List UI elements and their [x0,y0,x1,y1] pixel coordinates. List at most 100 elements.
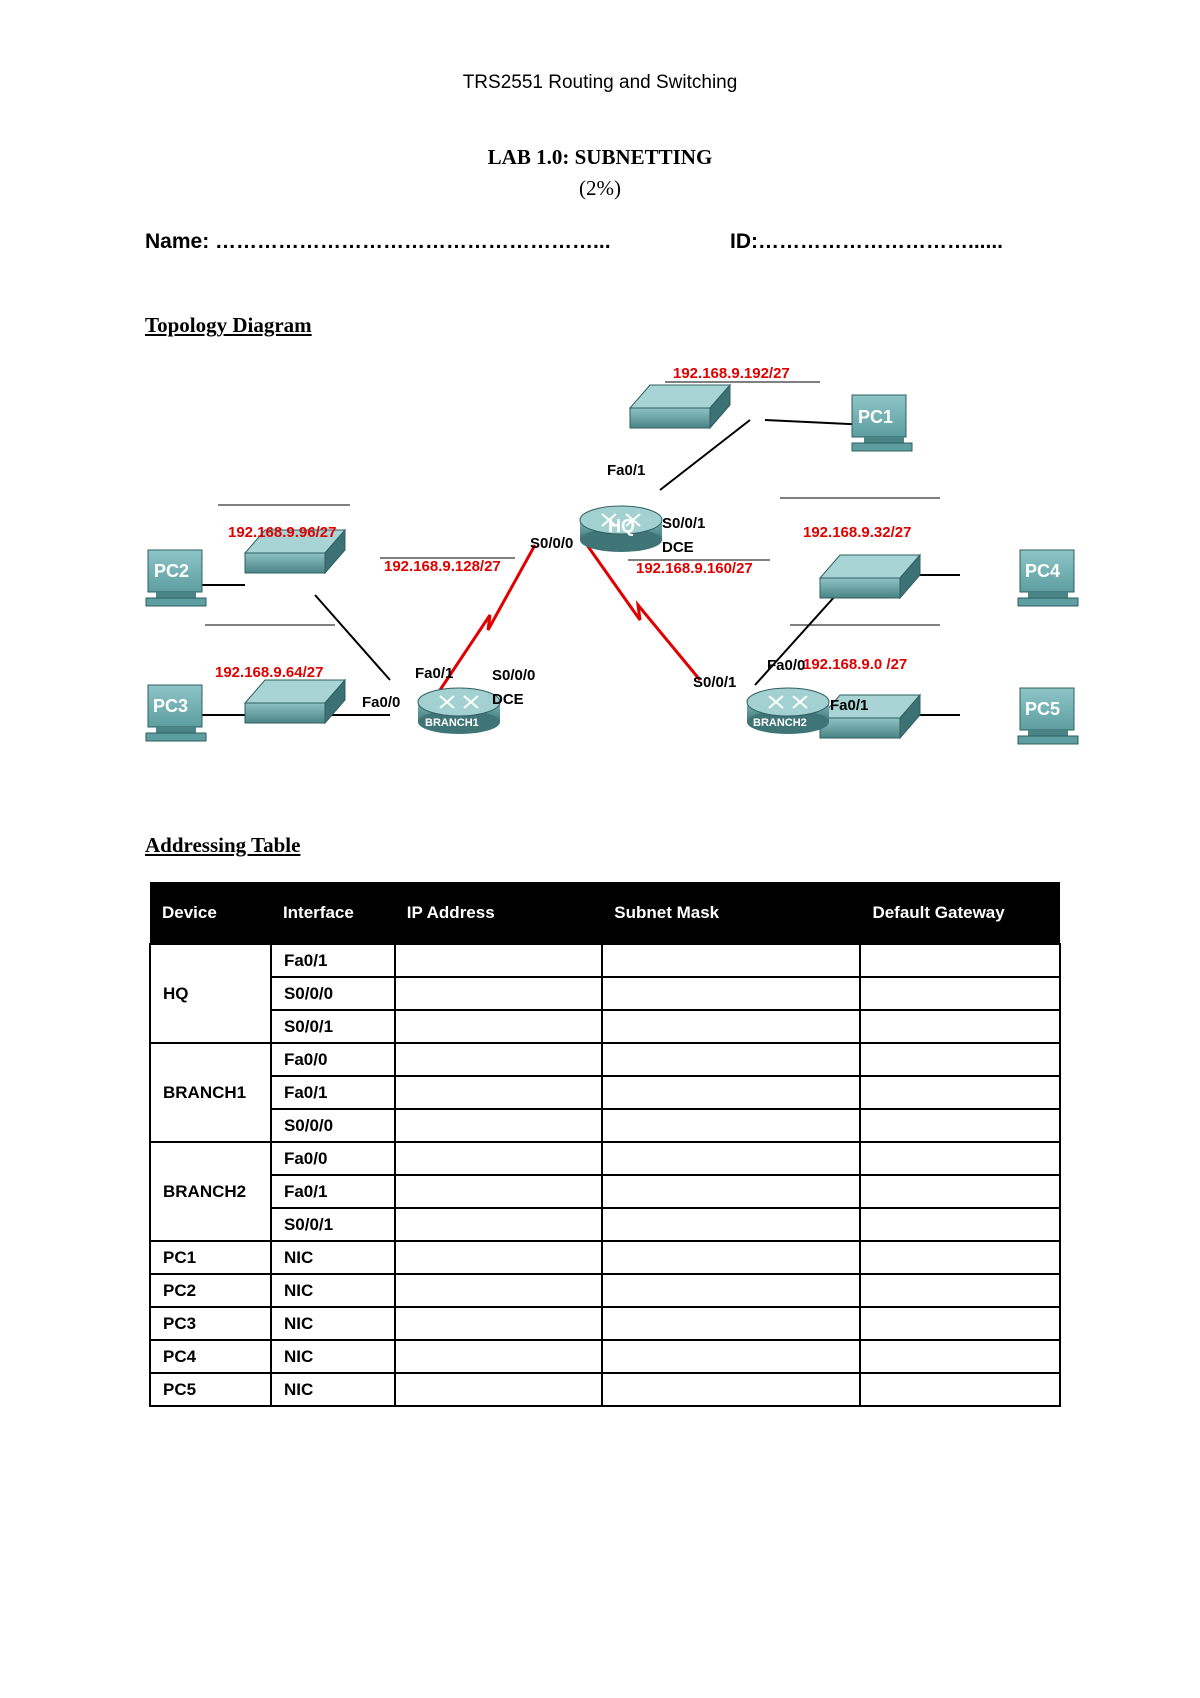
ip-address-cell[interactable] [393,943,604,978]
interface-cell: Fa0/1 [269,943,396,978]
topology-diagram: HQ BRANCH1 BRANCH2 PC1 PC2 PC3 PC4 [145,365,1079,745]
pc4: PC4 [1017,549,1079,607]
ip-address-cell[interactable] [393,1141,604,1176]
subnet-mask-cell[interactable] [601,1174,862,1209]
default-gateway-cell[interactable] [859,1108,1061,1143]
lab-weight: (2%) [579,176,621,200]
b1-dce-label: DCE [492,691,524,708]
ip-address-cell[interactable] [393,1042,604,1077]
device-cell: BRANCH2 [149,1141,272,1242]
default-gateway-cell[interactable] [859,1141,1061,1176]
interface-cell: NIC [269,1240,396,1275]
network-label-hq-lan: 192.168.9.192/27 [673,365,790,382]
subnet-mask-cell[interactable] [601,943,862,978]
pc1-label: PC1 [858,407,893,427]
subnet-mask-cell[interactable] [601,1273,862,1308]
default-gateway-cell[interactable] [859,976,1061,1011]
ip-address-cell[interactable] [393,1174,604,1209]
default-gateway-cell[interactable] [859,943,1061,978]
b1-s000-label: S0/0/0 [492,667,535,684]
pc3: PC3 [145,684,207,742]
ip-address-cell[interactable] [393,1240,604,1275]
default-gateway-cell[interactable] [859,1009,1061,1044]
hq-router-label: HQ [608,516,635,536]
b1-fa01-label: Fa0/1 [415,665,453,682]
default-gateway-cell[interactable] [859,1042,1061,1077]
interface-cell: NIC [269,1339,396,1374]
router-branch1: BRANCH1 [417,687,501,734]
id-field: ID:…………………………...... [730,230,1003,253]
switch-branch2-lan1 [818,693,922,740]
ip-address-cell[interactable] [393,976,604,1011]
hq-fa01-label: Fa0/1 [607,462,645,479]
subnet-mask-cell[interactable] [601,1042,862,1077]
interface-cell: S0/0/1 [269,1207,396,1242]
router-branch2: BRANCH2 [746,687,830,734]
interface-cell: S0/0/0 [269,976,396,1011]
switch-branch1-lan1 [243,528,347,575]
network-label-b1-lan0: 192.168.9.64/27 [215,664,323,681]
interface-cell: Fa0/1 [269,1174,396,1209]
table-row: S0/0/0 [150,976,1061,1011]
default-gateway-cell[interactable] [859,1372,1061,1407]
ip-address-cell[interactable] [393,1108,604,1143]
default-gateway-cell[interactable] [859,1306,1061,1341]
device-cell: PC4 [149,1339,272,1374]
subnet-mask-cell[interactable] [601,1372,862,1407]
default-gateway-cell[interactable] [859,1273,1061,1308]
default-gateway-cell[interactable] [859,1207,1061,1242]
ip-address-cell[interactable] [393,1075,604,1110]
ip-address-cell[interactable] [393,1306,604,1341]
hq-s000-label: S0/0/0 [530,535,573,552]
header-default-gateway: Default Gateway [860,882,1060,944]
b2-s001-label: S0/0/1 [693,674,736,691]
subnet-mask-cell[interactable] [601,1306,862,1341]
header-ip-address: IP Address [394,882,603,944]
subnet-mask-cell[interactable] [601,1108,862,1143]
ip-address-cell[interactable] [393,1009,604,1044]
header-interface: Interface [270,882,395,944]
default-gateway-cell[interactable] [859,1240,1061,1275]
device-cell: PC3 [149,1306,272,1341]
ip-address-cell[interactable] [393,1207,604,1242]
branch1-router-label: BRANCH1 [425,717,479,729]
subnet-mask-cell[interactable] [601,1339,862,1374]
wan-links [438,544,702,691]
topology-heading: Topology Diagram [145,313,312,337]
default-gateway-cell[interactable] [859,1339,1061,1374]
ip-address-cell[interactable] [393,1339,604,1374]
subnet-mask-cell[interactable] [601,1141,862,1176]
table-header-row: Device Interface IP Address Subnet Mask … [150,882,1060,944]
interface-cell: Fa0/0 [269,1042,396,1077]
pc1: PC1 [851,394,913,452]
table-row: Fa0/1 [150,1075,1061,1110]
device-cell: PC5 [149,1372,272,1407]
default-gateway-cell[interactable] [859,1075,1061,1110]
pc2-label: PC2 [154,561,189,581]
subnet-mask-cell[interactable] [601,1009,862,1044]
header-device: Device [150,882,271,944]
switch-hq-lan [628,383,732,430]
b2-fa01-label: Fa0/1 [830,697,868,714]
ip-address-cell[interactable] [393,1372,604,1407]
subnet-mask-cell[interactable] [601,1207,862,1242]
network-underlines [205,381,940,626]
network-label-hq-b2-wan: 192.168.9.160/27 [636,560,753,577]
switch-branch2-lan0 [818,553,922,600]
device-cell: PC2 [149,1273,272,1308]
interface-cell: NIC [269,1306,396,1341]
default-gateway-cell[interactable] [859,1174,1061,1209]
interface-cell: Fa0/0 [269,1141,396,1176]
device-cell: BRANCH1 [149,1042,272,1143]
interface-cell: S0/0/1 [269,1009,396,1044]
pc5-label: PC5 [1025,699,1060,719]
subnet-mask-cell[interactable] [601,1240,862,1275]
subnet-mask-cell[interactable] [601,1075,862,1110]
ip-address-cell[interactable] [393,1273,604,1308]
subnet-mask-cell[interactable] [601,976,862,1011]
